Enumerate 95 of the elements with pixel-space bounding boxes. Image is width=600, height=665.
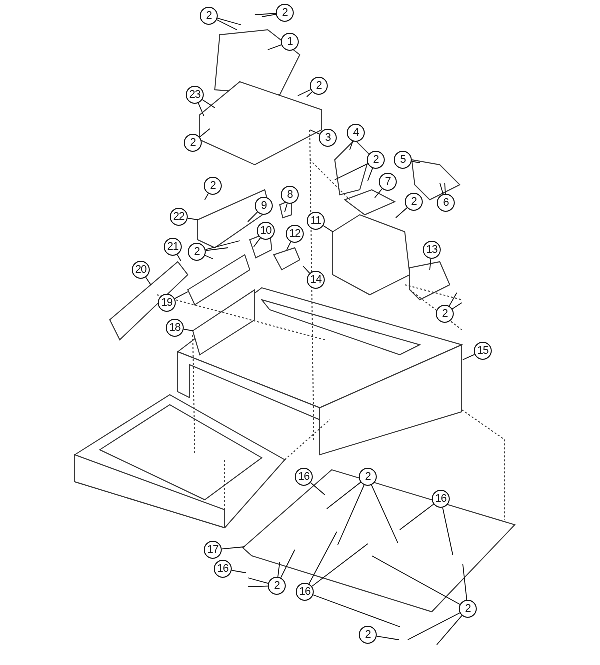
leader-line (338, 484, 365, 546)
callout-number: 2 (359, 626, 377, 644)
leader-line (254, 13, 276, 16)
callout-number: 13 (423, 241, 441, 259)
callout-number: 2 (310, 77, 328, 95)
callout-number: 11 (307, 212, 325, 230)
leader-line (408, 612, 460, 640)
leader-line (216, 20, 238, 30)
leader-line (310, 130, 320, 135)
leader-line (313, 594, 400, 628)
leader-line (436, 615, 463, 646)
leader-line (334, 164, 368, 180)
callout-number: 2 (200, 7, 218, 25)
leader-line (200, 128, 210, 138)
leader-line (202, 99, 216, 108)
leader-line (462, 564, 468, 600)
callout-number: 22 (170, 208, 188, 226)
leader-line (262, 14, 277, 18)
callout-number: 9 (255, 197, 273, 215)
leader-line (430, 258, 432, 270)
leader-line (286, 242, 292, 250)
callout-number: 15 (474, 342, 492, 360)
leader-line (205, 248, 228, 252)
leader-line (326, 482, 362, 510)
leader-line (400, 504, 434, 530)
callout-number: 14 (307, 271, 325, 289)
leader-line (374, 188, 383, 198)
callout-number: 6 (437, 194, 455, 212)
leader-line (368, 168, 374, 182)
callout-number: 16 (432, 490, 450, 508)
leader-line (442, 507, 454, 556)
leader-line (444, 182, 446, 194)
leader-line (323, 225, 334, 232)
callout-number: 2 (436, 305, 454, 323)
leader-line (231, 570, 246, 574)
leader-line (254, 238, 262, 248)
leader-line (411, 161, 420, 164)
callout-number: 8 (281, 186, 299, 204)
leader-line (280, 550, 296, 578)
leader-line (248, 586, 268, 588)
callout-number: 2 (188, 243, 206, 261)
callout-number: 2 (268, 577, 286, 595)
callout-number: 18 (166, 319, 184, 337)
leader-line (146, 277, 152, 286)
callout-number: 2 (359, 468, 377, 486)
callout-number: 16 (296, 583, 314, 601)
callout-number: 21 (164, 238, 182, 256)
leader-line (217, 18, 242, 26)
leader-line (205, 240, 240, 250)
callout-number: 7 (379, 173, 397, 191)
callout-number: 3 (319, 129, 337, 147)
leader-line (462, 354, 476, 360)
leader-line (198, 102, 204, 116)
leader-line (310, 482, 326, 496)
callout-number: 12 (286, 225, 304, 243)
leader-line (308, 532, 338, 584)
leader-line (183, 329, 194, 332)
leader-line (248, 212, 258, 222)
leader-line (248, 578, 269, 584)
callout-number: 2 (276, 4, 294, 22)
leader-line (278, 562, 280, 578)
callout-number: 16 (214, 560, 232, 578)
callout-number: 2 (184, 134, 202, 152)
callout-number: 4 (347, 124, 365, 142)
leader-line (312, 544, 368, 587)
leader-line (452, 302, 462, 310)
leader-line (268, 44, 282, 50)
callout-number: 20 (132, 261, 150, 279)
leader-line (306, 92, 313, 98)
callout-number: 5 (394, 151, 412, 169)
callout-number: 2 (367, 151, 385, 169)
leader-line (376, 636, 400, 640)
leader-line (204, 193, 209, 200)
leader-line (440, 182, 444, 195)
leader-line (174, 292, 188, 300)
callout-number: 2 (405, 193, 423, 211)
leader-line (302, 266, 310, 274)
callout-number: 2 (459, 600, 477, 618)
leader-line (298, 89, 312, 96)
callout-number: 19 (158, 294, 176, 312)
callout-number: 1 (281, 33, 299, 51)
callout-number: 17 (204, 541, 222, 559)
leader-line (350, 141, 354, 150)
callout-number: 10 (257, 222, 275, 240)
leader-line (284, 203, 288, 212)
leader-line (204, 255, 214, 260)
leader-line (222, 546, 246, 550)
callout-number: 2 (204, 177, 222, 195)
leader-line (396, 208, 408, 218)
callout-number: 16 (295, 468, 313, 486)
leader-line (449, 292, 458, 307)
leader-line (187, 218, 198, 220)
leader-line (371, 484, 398, 544)
leader-line (372, 556, 461, 606)
callout-number: 23 (186, 86, 204, 104)
